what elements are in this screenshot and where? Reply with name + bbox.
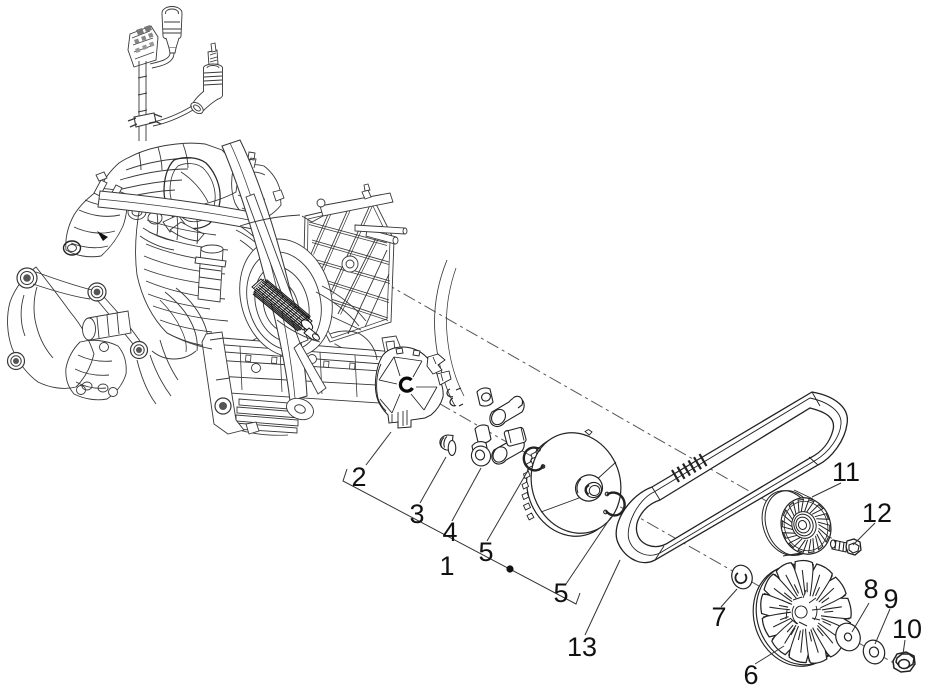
svg-text:12: 12 bbox=[862, 498, 892, 528]
svg-text:3: 3 bbox=[409, 499, 424, 529]
svg-text:6: 6 bbox=[743, 660, 758, 690]
svg-text:5: 5 bbox=[478, 537, 493, 567]
svg-text:8: 8 bbox=[863, 574, 878, 604]
svg-text:10: 10 bbox=[892, 614, 922, 644]
svg-text:5: 5 bbox=[553, 578, 568, 608]
svg-text:13: 13 bbox=[567, 632, 597, 662]
svg-text:9: 9 bbox=[883, 584, 898, 614]
svg-text:4: 4 bbox=[442, 517, 457, 547]
svg-text:7: 7 bbox=[711, 602, 726, 632]
svg-text:1: 1 bbox=[439, 551, 454, 581]
svg-text:2: 2 bbox=[351, 462, 366, 492]
svg-text:11: 11 bbox=[832, 457, 860, 487]
